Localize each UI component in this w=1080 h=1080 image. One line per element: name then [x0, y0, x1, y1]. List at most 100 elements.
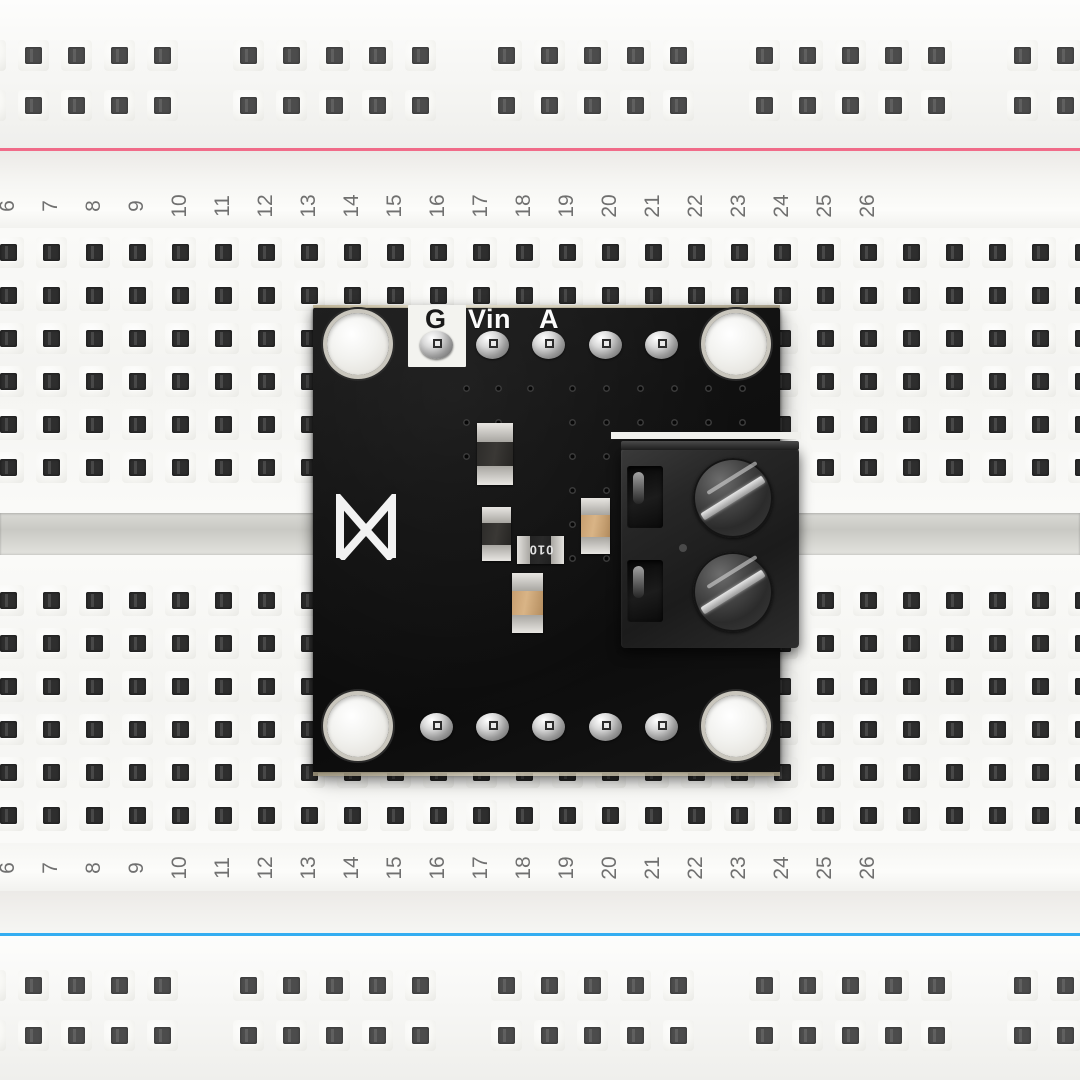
terminal-wire-opening-2[interactable]: [627, 560, 663, 622]
breadboard-hole[interactable]: [1013, 46, 1031, 64]
breadboard-hole[interactable]: [128, 329, 146, 347]
breadboard-hole[interactable]: [24, 1026, 42, 1044]
breadboard-hole[interactable]: [626, 96, 644, 114]
breadboard-hole[interactable]: [859, 415, 877, 433]
breadboard-hole[interactable]: [42, 243, 60, 261]
terminal-screw-1[interactable]: [693, 458, 773, 538]
breadboard-hole[interactable]: [816, 243, 834, 261]
breadboard-hole[interactable]: [171, 458, 189, 476]
breadboard-hole[interactable]: [171, 286, 189, 304]
breadboard-hole[interactable]: [368, 976, 386, 994]
current-sensor-module[interactable]: G Vin A: [313, 304, 801, 776]
breadboard-hole[interactable]: [945, 243, 963, 261]
breadboard-hole[interactable]: [282, 96, 300, 114]
breadboard-hole[interactable]: [540, 46, 558, 64]
breadboard-hole[interactable]: [945, 591, 963, 609]
breadboard-hole[interactable]: [816, 286, 834, 304]
breadboard-hole[interactable]: [214, 372, 232, 390]
breadboard-hole[interactable]: [540, 96, 558, 114]
breadboard-hole[interactable]: [343, 243, 361, 261]
breadboard-hole[interactable]: [343, 286, 361, 304]
breadboard-hole[interactable]: [841, 46, 859, 64]
breadboard-hole[interactable]: [816, 372, 834, 390]
breadboard-hole[interactable]: [773, 243, 791, 261]
breadboard-hole[interactable]: [214, 458, 232, 476]
breadboard-hole[interactable]: [24, 96, 42, 114]
breadboard-hole[interactable]: [669, 46, 687, 64]
breadboard-hole[interactable]: [927, 96, 945, 114]
breadboard-hole[interactable]: [0, 372, 17, 390]
breadboard-hole[interactable]: [368, 96, 386, 114]
breadboard-hole[interactable]: [884, 1026, 902, 1044]
breadboard-hole[interactable]: [257, 458, 275, 476]
breadboard-hole[interactable]: [171, 415, 189, 433]
breadboard-hole[interactable]: [1031, 286, 1049, 304]
breadboard-hole[interactable]: [841, 96, 859, 114]
breadboard-hole[interactable]: [687, 286, 705, 304]
breadboard-hole[interactable]: [214, 415, 232, 433]
breadboard-hole[interactable]: [411, 1026, 429, 1044]
breadboard-hole[interactable]: [1056, 96, 1074, 114]
breadboard-hole[interactable]: [1031, 591, 1049, 609]
breadboard-hole[interactable]: [128, 372, 146, 390]
breadboard-hole[interactable]: [884, 976, 902, 994]
breadboard-hole[interactable]: [472, 286, 490, 304]
breadboard-hole[interactable]: [85, 591, 103, 609]
breadboard-hole[interactable]: [24, 46, 42, 64]
breadboard-hole[interactable]: [988, 243, 1006, 261]
breadboard-hole[interactable]: [755, 976, 773, 994]
breadboard-hole[interactable]: [988, 415, 1006, 433]
breadboard-hole[interactable]: [257, 591, 275, 609]
breadboard-hole[interactable]: [1031, 243, 1049, 261]
breadboard-hole[interactable]: [472, 243, 490, 261]
breadboard-hole[interactable]: [988, 286, 1006, 304]
breadboard-hole[interactable]: [558, 286, 576, 304]
breadboard-hole[interactable]: [239, 976, 257, 994]
breadboard-hole[interactable]: [1031, 415, 1049, 433]
breadboard-hole[interactable]: [902, 286, 920, 304]
breadboard-hole[interactable]: [1031, 329, 1049, 347]
breadboard-hole[interactable]: [669, 976, 687, 994]
breadboard-hole[interactable]: [884, 96, 902, 114]
breadboard-hole[interactable]: [755, 46, 773, 64]
breadboard-hole[interactable]: [515, 286, 533, 304]
breadboard-hole[interactable]: [128, 415, 146, 433]
breadboard-hole[interactable]: [798, 46, 816, 64]
breadboard-hole[interactable]: [128, 286, 146, 304]
breadboard-hole[interactable]: [67, 46, 85, 64]
breadboard-hole[interactable]: [0, 286, 17, 304]
breadboard-hole[interactable]: [171, 329, 189, 347]
breadboard-hole[interactable]: [816, 329, 834, 347]
breadboard-hole[interactable]: [214, 243, 232, 261]
breadboard-hole[interactable]: [773, 286, 791, 304]
breadboard-hole[interactable]: [558, 243, 576, 261]
breadboard-hole[interactable]: [1056, 976, 1074, 994]
breadboard-hole[interactable]: [282, 46, 300, 64]
screw-terminal-block[interactable]: [611, 432, 801, 648]
breadboard-hole[interactable]: [429, 286, 447, 304]
breadboard-hole[interactable]: [282, 1026, 300, 1044]
breadboard-hole[interactable]: [0, 591, 17, 609]
breadboard-hole[interactable]: [214, 329, 232, 347]
breadboard-hole[interactable]: [42, 372, 60, 390]
breadboard-hole[interactable]: [669, 1026, 687, 1044]
breadboard-hole[interactable]: [902, 591, 920, 609]
breadboard-hole[interactable]: [540, 1026, 558, 1044]
breadboard-hole[interactable]: [171, 591, 189, 609]
breadboard-hole[interactable]: [153, 976, 171, 994]
breadboard-hole[interactable]: [110, 976, 128, 994]
breadboard-hole[interactable]: [583, 46, 601, 64]
breadboard-hole[interactable]: [497, 46, 515, 64]
breadboard-hole[interactable]: [110, 1026, 128, 1044]
breadboard-hole[interactable]: [927, 1026, 945, 1044]
breadboard-hole[interactable]: [1013, 1026, 1031, 1044]
breadboard-hole[interactable]: [927, 976, 945, 994]
breadboard-hole[interactable]: [859, 458, 877, 476]
breadboard-hole[interactable]: [859, 372, 877, 390]
breadboard-hole[interactable]: [368, 46, 386, 64]
breadboard-hole[interactable]: [85, 415, 103, 433]
breadboard-hole[interactable]: [644, 286, 662, 304]
breadboard-hole[interactable]: [902, 329, 920, 347]
breadboard-hole[interactable]: [239, 1026, 257, 1044]
breadboard-hole[interactable]: [85, 329, 103, 347]
